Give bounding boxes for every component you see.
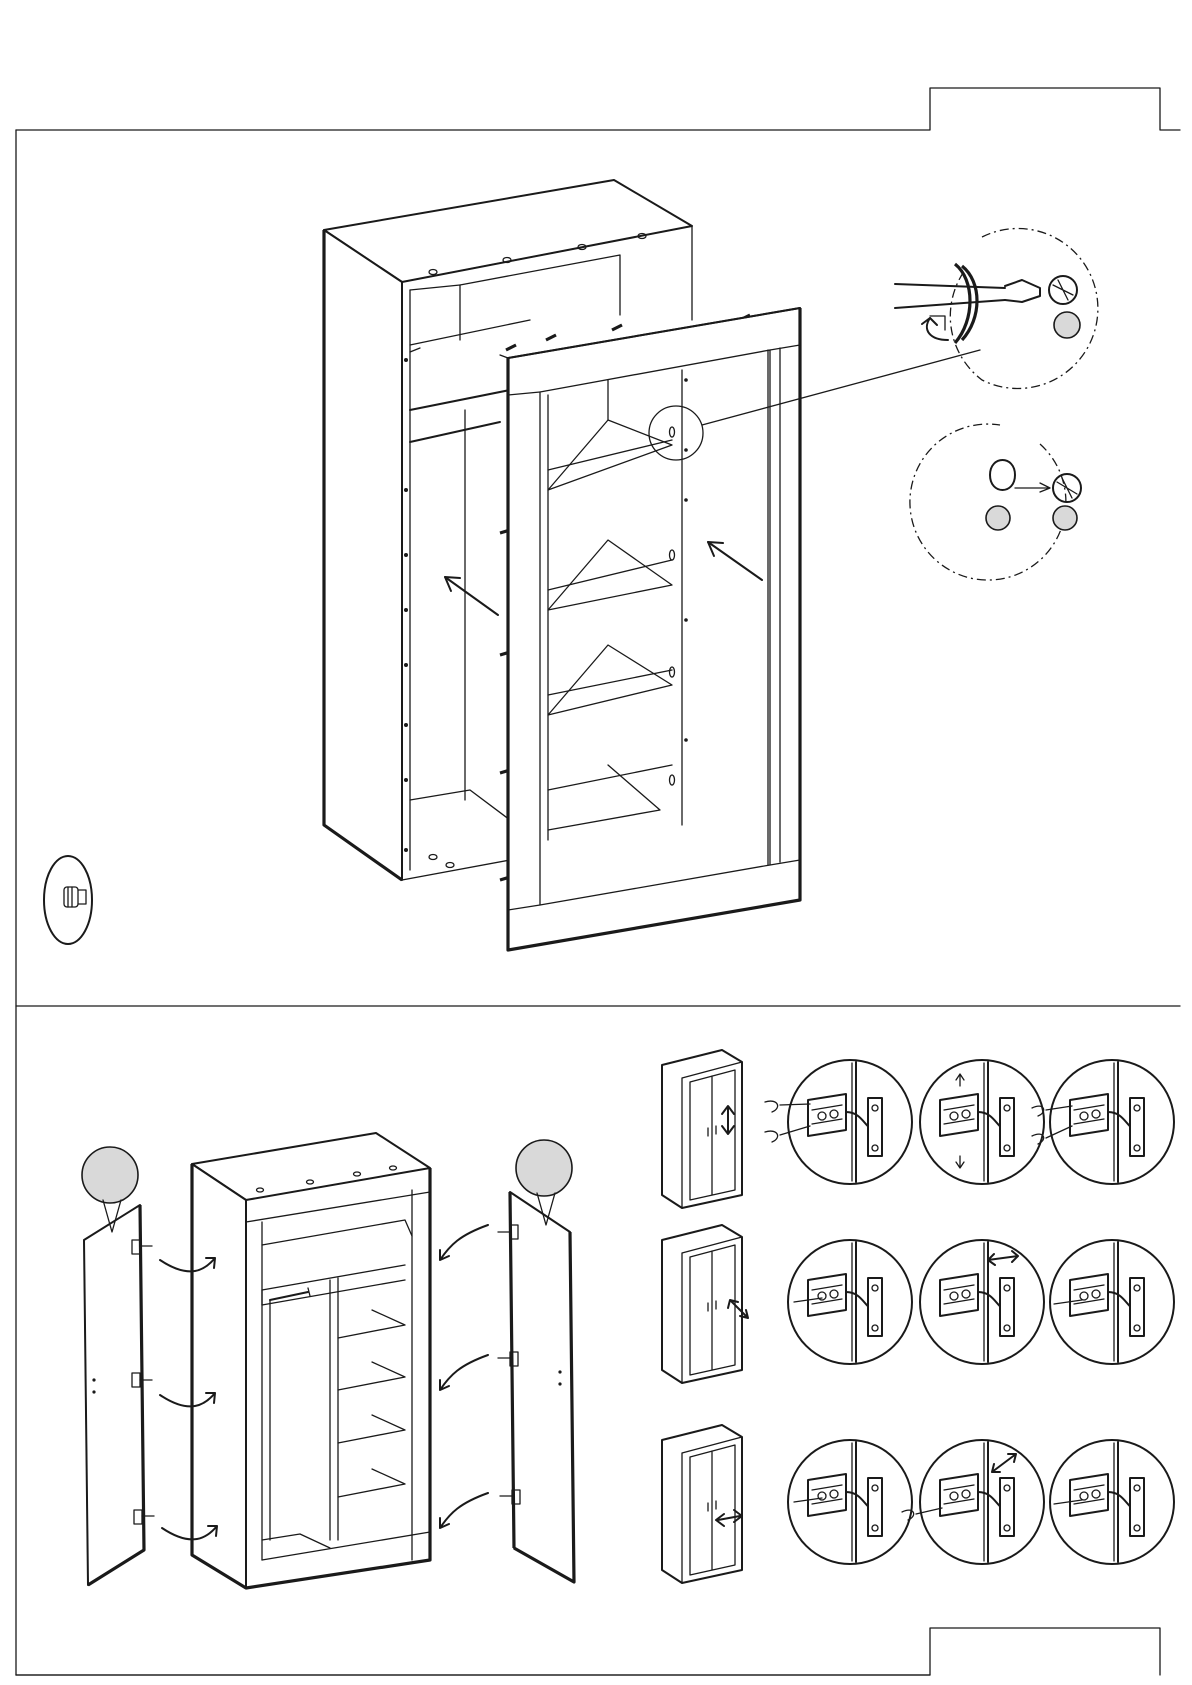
- hinge-detail-circle: [788, 1240, 912, 1364]
- hinge-detail-circle: [902, 1440, 1044, 1564]
- mini-cabinet-row3: [662, 1425, 742, 1583]
- screw-turn-icon: [1032, 1126, 1072, 1144]
- back-frame-panel: [500, 308, 980, 950]
- cam-lock-icon: [986, 460, 1081, 530]
- hinge-adjustment-grid: [662, 1050, 1174, 1583]
- cam-lock-icon: [1049, 276, 1080, 338]
- door-right-icon: [498, 1140, 574, 1582]
- hinge-detail-circle: [1032, 1060, 1174, 1184]
- hinge-detail-circle: [1050, 1440, 1174, 1564]
- door-left-icon: [82, 1147, 154, 1585]
- down-arrow-icon: [956, 1156, 964, 1168]
- cam-insert-detail: [910, 424, 1081, 580]
- rotate-arrow-icon: [922, 316, 948, 340]
- hinge-detail-circle: [765, 1060, 912, 1184]
- diagonal-arrow-icon: [992, 1454, 1016, 1472]
- shelf-pin-icon: [44, 856, 92, 944]
- hinge-detail-circle: [920, 1060, 1044, 1184]
- left-right-arrow-icon: [988, 1251, 1018, 1265]
- hinge-detail-circle: [1050, 1240, 1174, 1364]
- hinge-detail-circle: [788, 1440, 912, 1564]
- hinge-detail-circle: [920, 1240, 1044, 1364]
- mini-cabinet-row1: [662, 1050, 742, 1208]
- cabinet-step2: [192, 1133, 430, 1588]
- up-arrow-icon: [956, 1074, 964, 1086]
- mini-cabinet-row2: [662, 1225, 748, 1383]
- hinge-detail-circles: [765, 1060, 1174, 1564]
- screw-turn-icon: [765, 1101, 810, 1112]
